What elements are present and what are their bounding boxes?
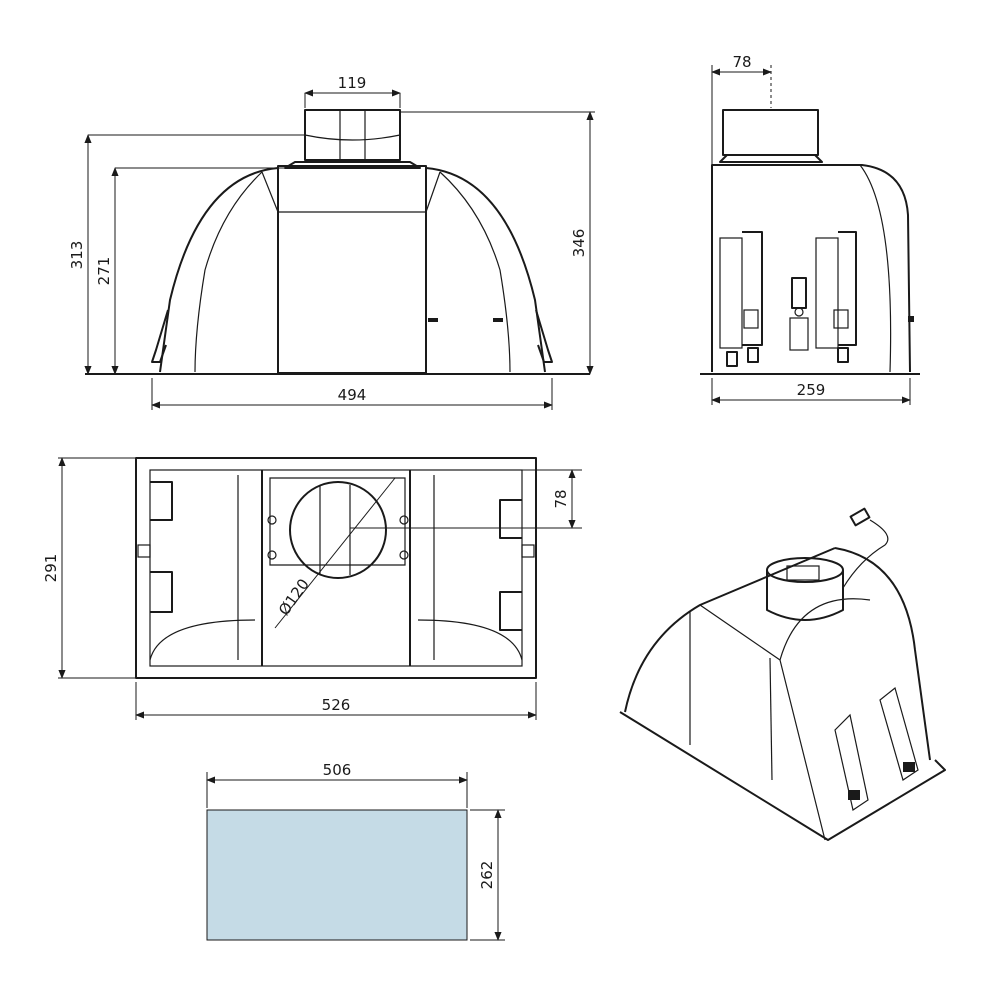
- bottom-view: [58, 457, 582, 720]
- bottom-depth-label: 291: [42, 554, 60, 583]
- cutout-width-label: 506: [323, 761, 352, 779]
- front-outlet-width-label: 119: [338, 74, 367, 92]
- side-depth-label: 259: [797, 381, 826, 399]
- front-view: [84, 89, 595, 410]
- cutout-view: [206, 772, 505, 941]
- front-body-height-label: 271: [95, 257, 113, 286]
- front-width-label: 494: [338, 386, 367, 404]
- side-outlet-offset-label: 78: [732, 53, 751, 71]
- bottom-width-label: 526: [322, 696, 351, 714]
- bottom-outlet-diameter-label: Ø120: [275, 575, 313, 618]
- bottom-outlet-offset-label: 78: [552, 489, 570, 508]
- cutout-filter-panel: [206, 809, 468, 941]
- cutout-height-label: 262: [478, 861, 496, 890]
- isometric-view: [619, 507, 946, 841]
- side-view: [700, 65, 920, 405]
- front-total-height-label: 313: [68, 241, 86, 270]
- front-overall-height-label: 346: [570, 229, 588, 258]
